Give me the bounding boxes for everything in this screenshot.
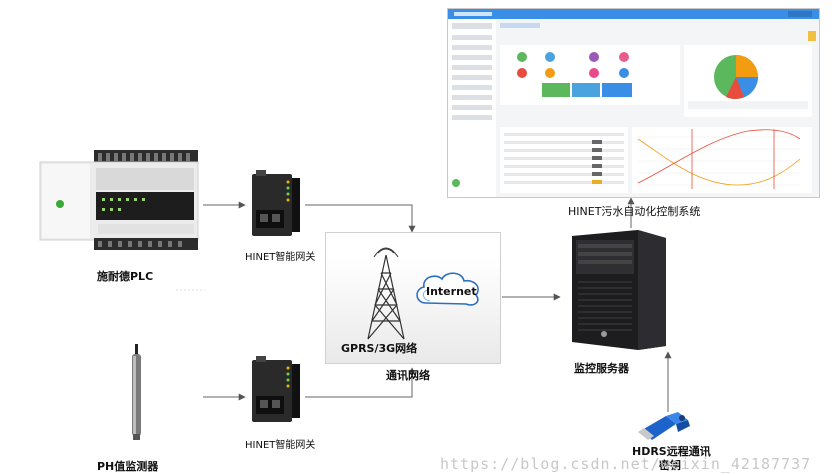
gateway-bottom-label: HINET智能网关: [245, 440, 316, 451]
gateway-top-label: HINET智能网关: [245, 252, 316, 263]
cloud-icon: [416, 272, 479, 306]
network-box: Internet GPRS/3G网络: [325, 232, 501, 364]
server-label: 监控服务器: [574, 362, 629, 375]
schneider-logo-icon: [56, 200, 64, 208]
plc-device: [38, 150, 200, 252]
ph-monitor-label: PH值监测器: [97, 460, 159, 473]
tower-icon: [367, 247, 405, 340]
watermark: https://blog.csdn.net/weixin_42187737: [440, 455, 812, 473]
network-caption: 通讯网络: [386, 369, 430, 382]
plc-label: 施耐德PLC: [97, 270, 154, 283]
tower-label: GPRS/3G网络: [341, 342, 418, 355]
ph-probe-device: [128, 344, 146, 442]
gateway-bottom-device: [250, 356, 302, 424]
dongle-label: HDRS远程通讯: [632, 445, 711, 458]
arrow-gateway-top-to-network: [305, 204, 416, 233]
scada-screenshot: [447, 8, 820, 198]
usb-dongle-icon: [636, 410, 696, 444]
dell-logo-icon: [601, 331, 607, 337]
server-device: [568, 228, 670, 350]
gateway-top-device: [250, 170, 302, 238]
arrow-gateway-bottom-to-network: [305, 367, 416, 398]
scada-label: HINET污水自动化控制系统: [568, 205, 701, 218]
cloud-label: Internet: [426, 285, 477, 298]
dongle-label-line2: 密钥: [659, 459, 681, 472]
